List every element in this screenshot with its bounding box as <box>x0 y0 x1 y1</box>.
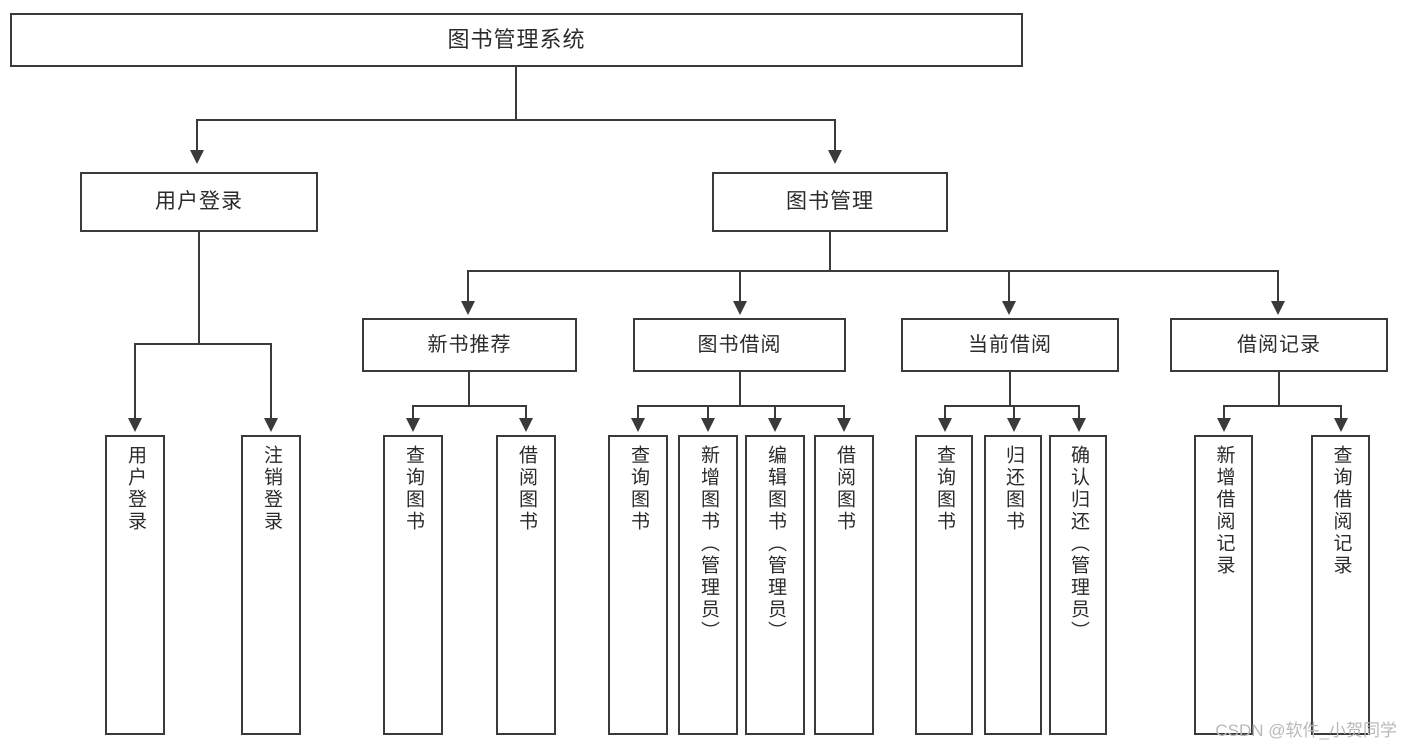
leaf-label: 借阅图书 <box>515 445 537 533</box>
leaf-label: 用户登录 <box>124 445 146 533</box>
leaf-label: 新增借阅记录 <box>1213 445 1235 577</box>
connector-user-login-bus <box>134 343 270 345</box>
leaf-label: 借阅图书 <box>833 445 855 533</box>
connector-new-book-stem <box>468 372 470 407</box>
connector-book-borrow-bus <box>637 405 845 407</box>
leaf-book-borrow-edit[interactable]: 编辑图书（管理员） <box>745 435 805 735</box>
arrowhead-new-book-leaf-2 <box>519 418 533 432</box>
arrowhead-current-borrow <box>1002 301 1016 315</box>
connector-root-bus <box>196 119 836 121</box>
arrowhead-current-borrow-leaf-2 <box>1007 418 1021 432</box>
connector-current-borrow-bus <box>944 405 1079 407</box>
connector-new-book-bus <box>412 405 527 407</box>
connector-book-manage-to-borrow <box>739 270 741 303</box>
arrowhead-book-borrow-leaf-1 <box>631 418 645 432</box>
leaf-borrow-record-add[interactable]: 新增借阅记录 <box>1194 435 1253 735</box>
leaf-new-book-borrow[interactable]: 借阅图书 <box>496 435 556 735</box>
connector-borrow-record-stem <box>1278 372 1280 407</box>
arrowhead-new-book <box>461 301 475 315</box>
connector-borrow-record-bus <box>1223 405 1342 407</box>
arrowhead-book-borrow-leaf-3 <box>768 418 782 432</box>
arrowhead-borrow-record-leaf-2 <box>1334 418 1348 432</box>
arrowhead-borrow-record <box>1271 301 1285 315</box>
connector-user-login-to-leaf-1 <box>134 343 136 421</box>
node-book-manage[interactable]: 图书管理 <box>712 172 948 232</box>
connector-root-to-user-login <box>196 119 198 152</box>
leaf-book-borrow-query[interactable]: 查询图书 <box>608 435 668 735</box>
arrowhead-borrow-record-leaf-1 <box>1217 418 1231 432</box>
connector-new-book-to-leaf-2 <box>525 405 527 421</box>
connector-book-borrow-to-leaf-3 <box>774 405 776 421</box>
leaf-borrow-record-query[interactable]: 查询借阅记录 <box>1311 435 1370 735</box>
leaf-user-login-login[interactable]: 用户登录 <box>105 435 165 735</box>
arrowhead-current-borrow-leaf-1 <box>938 418 952 432</box>
connector-user-login-stem <box>198 232 200 344</box>
leaf-label: 编辑图书（管理员） <box>764 445 786 643</box>
node-current-borrow[interactable]: 当前借阅 <box>901 318 1119 372</box>
node-new-book-recommend[interactable]: 新书推荐 <box>362 318 577 372</box>
leaf-label: 查询借阅记录 <box>1330 445 1352 577</box>
connector-new-book-to-leaf-1 <box>412 405 414 421</box>
leaf-current-borrow-query[interactable]: 查询图书 <box>915 435 973 735</box>
node-borrow-record[interactable]: 借阅记录 <box>1170 318 1388 372</box>
connector-current-borrow-to-leaf-3 <box>1078 405 1080 421</box>
connector-root-stem <box>515 67 517 120</box>
leaf-label: 新增图书（管理员） <box>697 445 719 643</box>
arrowhead-book-borrow-leaf-4 <box>837 418 851 432</box>
connector-current-borrow-to-leaf-1 <box>944 405 946 421</box>
arrowhead-book-manage <box>828 150 842 164</box>
node-book-borrow[interactable]: 图书借阅 <box>633 318 846 372</box>
leaf-current-borrow-return[interactable]: 归还图书 <box>984 435 1042 735</box>
connector-book-manage-bus <box>467 270 1279 272</box>
node-user-login[interactable]: 用户登录 <box>80 172 318 232</box>
leaf-book-borrow-borrow[interactable]: 借阅图书 <box>814 435 874 735</box>
arrowhead-book-borrow <box>733 301 747 315</box>
connector-book-manage-to-current <box>1008 270 1010 303</box>
connector-current-borrow-stem <box>1009 372 1011 407</box>
connector-current-borrow-to-leaf-2 <box>1013 405 1015 421</box>
connector-borrow-record-to-leaf-2 <box>1340 405 1342 421</box>
connector-user-login-to-leaf-2 <box>270 343 272 421</box>
arrowhead-book-borrow-leaf-2 <box>701 418 715 432</box>
connector-book-manage-to-new-book <box>467 270 469 303</box>
arrowhead-user-login <box>190 150 204 164</box>
leaf-current-borrow-confirm[interactable]: 确认归还（管理员） <box>1049 435 1107 735</box>
leaf-user-login-logout[interactable]: 注销登录 <box>241 435 301 735</box>
leaf-label: 查询图书 <box>933 445 955 533</box>
arrowhead-new-book-leaf-1 <box>406 418 420 432</box>
arrowhead-user-login-leaf-1 <box>128 418 142 432</box>
connector-book-borrow-stem <box>739 372 741 407</box>
connector-root-to-book-manage <box>834 119 836 152</box>
connector-book-borrow-to-leaf-2 <box>707 405 709 421</box>
leaf-label: 归还图书 <box>1002 445 1024 533</box>
node-root-system[interactable]: 图书管理系统 <box>10 13 1023 67</box>
leaf-label: 注销登录 <box>260 445 282 533</box>
arrowhead-user-login-leaf-2 <box>264 418 278 432</box>
connector-book-borrow-to-leaf-1 <box>637 405 639 421</box>
connector-borrow-record-to-leaf-1 <box>1223 405 1225 421</box>
connector-book-manage-stem <box>829 232 831 271</box>
connector-book-manage-to-record <box>1277 270 1279 303</box>
leaf-book-borrow-add[interactable]: 新增图书（管理员） <box>678 435 738 735</box>
leaf-new-book-query[interactable]: 查询图书 <box>383 435 443 735</box>
leaf-label: 查询图书 <box>627 445 649 533</box>
leaf-label: 查询图书 <box>402 445 424 533</box>
leaf-label: 确认归还（管理员） <box>1067 445 1089 643</box>
arrowhead-current-borrow-leaf-3 <box>1072 418 1086 432</box>
connector-book-borrow-to-leaf-4 <box>843 405 845 421</box>
